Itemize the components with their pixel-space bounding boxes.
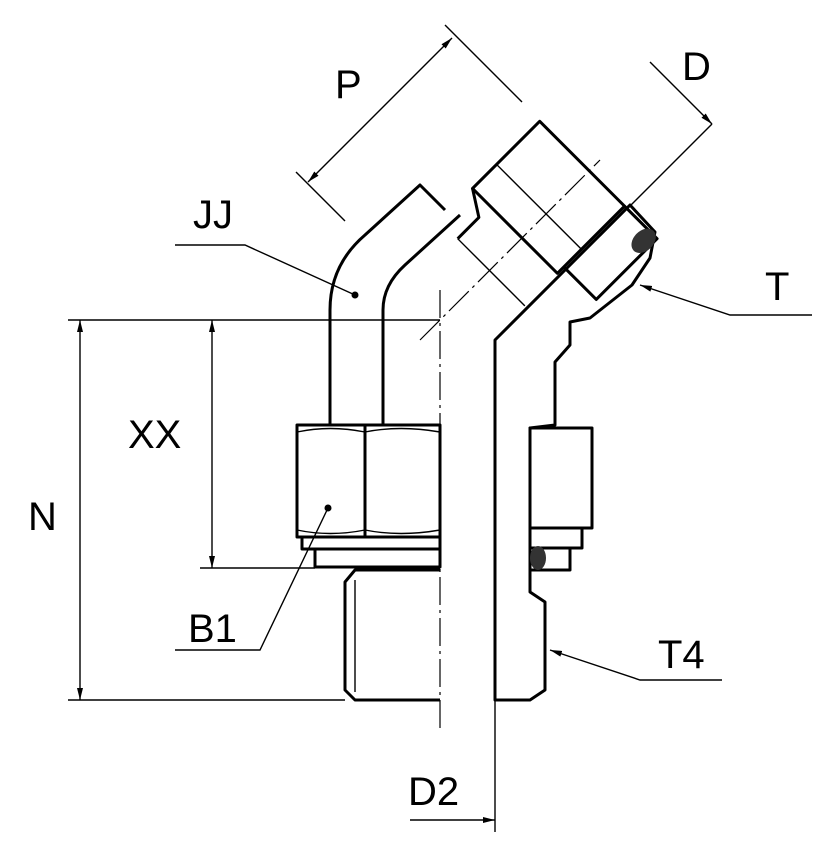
seal-section — [528, 546, 572, 572]
label-T: T — [765, 265, 789, 309]
male-thread — [343, 568, 440, 702]
angled-o-ring — [631, 228, 656, 253]
o-ring-section — [530, 546, 546, 570]
dimension-P — [307, 37, 453, 183]
dimension-D — [649, 61, 713, 125]
hex-nut — [295, 423, 442, 539]
body-section — [493, 203, 657, 702]
label-D2: D2 — [408, 770, 459, 814]
locknut-section — [528, 426, 594, 530]
leader-T — [639, 284, 812, 316]
label-P: P — [335, 63, 362, 107]
label-D: D — [682, 45, 711, 89]
label-T4: T4 — [658, 633, 705, 677]
leader-B1 — [175, 507, 329, 651]
tube-inner — [381, 213, 462, 425]
label-XX: XX — [128, 413, 181, 457]
leader-JJ — [175, 244, 356, 296]
label-B1: B1 — [188, 607, 237, 651]
swivel-nut — [471, 119, 627, 275]
label-JJ: JJ — [193, 193, 233, 237]
tube-outer — [328, 183, 447, 425]
angled-centerline — [419, 159, 601, 341]
leader-T4 — [549, 649, 722, 681]
angled-end — [456, 119, 659, 307]
washer-section — [528, 526, 584, 550]
label-N: N — [28, 495, 57, 539]
